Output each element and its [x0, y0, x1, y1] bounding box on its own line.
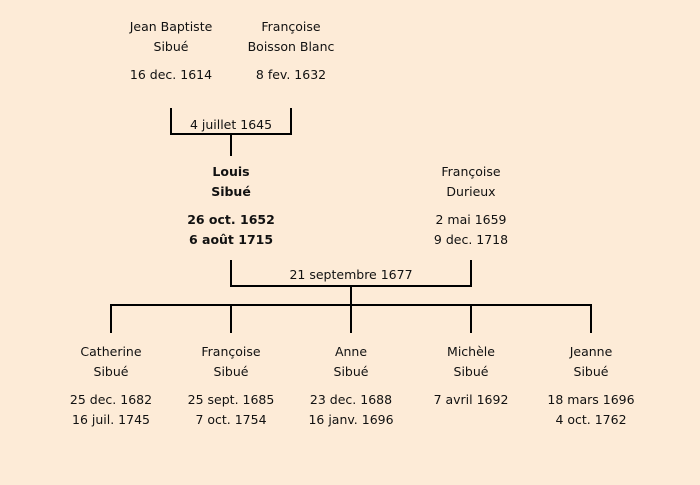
person-louis-sibue: Louis Sibué 26 oct. 1652 6 août 1715	[156, 162, 306, 250]
death-date: 4 oct. 1762	[555, 412, 627, 427]
birth-date: 8 fev. 1632	[255, 67, 327, 82]
death-date: 16 janv. 1696	[308, 412, 394, 427]
first-name: Michèle	[447, 344, 495, 359]
last-name: Sibué	[213, 364, 249, 379]
birth-date: 25 dec. 1682	[69, 392, 153, 407]
first-name: Jean Baptiste	[129, 19, 213, 34]
last-name: Sibué	[573, 364, 609, 379]
birth-date: 18 mars 1696	[547, 392, 635, 407]
death-date: 16 juil. 1745	[72, 412, 150, 427]
first-name: Françoise	[441, 164, 501, 179]
birth-date: 7 avril 1692	[433, 392, 509, 407]
first-name: Catherine	[80, 344, 142, 359]
last-name: Sibué	[453, 364, 489, 379]
death-date: 9 dec. 1718	[433, 232, 509, 247]
death-date: 6 août 1715	[188, 232, 274, 247]
first-name: Jeanne	[569, 344, 613, 359]
child-catherine: Catherine Sibué 25 dec. 1682 16 juil. 17…	[36, 342, 186, 430]
last-name: Sibué	[211, 184, 251, 199]
child-jeanne: Jeanne Sibué 18 mars 1696 4 oct. 1762	[516, 342, 666, 430]
person-francoise-durieux: Françoise Durieux 2 mai 1659 9 dec. 1718	[396, 162, 546, 250]
marriage-date-2: 21 septembre 1677	[289, 267, 413, 282]
first-name: Louis	[212, 164, 250, 179]
birth-date: 2 mai 1659	[435, 212, 507, 227]
person-jean-baptiste-sibue: Jean Baptiste Sibué 16 dec. 1614	[96, 17, 246, 85]
child-francoise: Françoise Sibué 25 sept. 1685 7 oct. 175…	[156, 342, 306, 430]
birth-date: 16 dec. 1614	[129, 67, 213, 82]
first-name: Françoise	[261, 19, 321, 34]
first-name: Anne	[334, 344, 368, 359]
child-anne: Anne Sibué 23 dec. 1688 16 janv. 1696	[276, 342, 426, 430]
last-name: Sibué	[93, 364, 129, 379]
person-francoise-boisson-blanc: Françoise Boisson Blanc 8 fev. 1632	[216, 17, 366, 85]
birth-date: 25 sept. 1685	[187, 392, 275, 407]
last-name: Boisson Blanc	[247, 39, 335, 54]
first-name: Françoise	[201, 344, 261, 359]
death-date: 7 oct. 1754	[195, 412, 267, 427]
child-michele: Michèle Sibué 7 avril 1692	[396, 342, 546, 410]
last-name: Sibué	[333, 364, 369, 379]
marriage-date-1: 4 juillet 1645	[189, 117, 273, 132]
last-name: Sibué	[153, 39, 189, 54]
birth-date: 26 oct. 1652	[187, 212, 275, 227]
birth-date: 23 dec. 1688	[309, 392, 393, 407]
last-name: Durieux	[446, 184, 496, 199]
